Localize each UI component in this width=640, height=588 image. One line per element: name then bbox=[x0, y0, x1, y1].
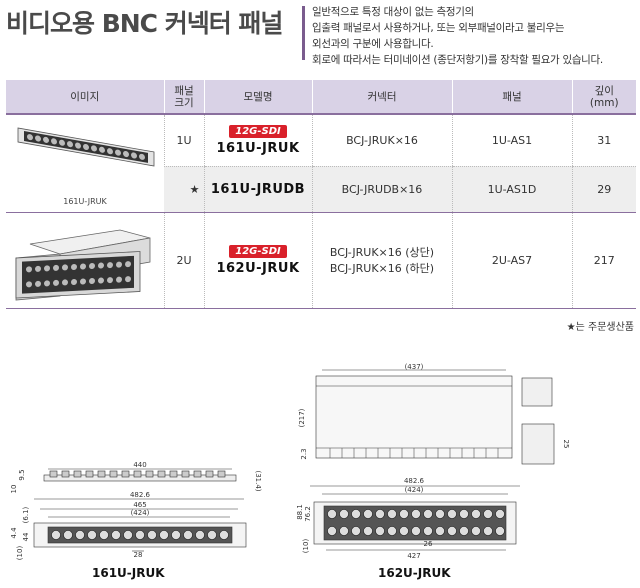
svg-text:(424): (424) bbox=[131, 509, 150, 517]
model-name: 161U-JRUK bbox=[216, 141, 300, 157]
svg-text:(10): (10) bbox=[16, 546, 24, 561]
cell-connector: BCJ-JRUDB×16 bbox=[311, 166, 452, 212]
svg-text:465: 465 bbox=[133, 501, 146, 509]
connector-bottom: BCJ-JRUK×16 (하단) bbox=[329, 262, 435, 275]
svg-text:(424): (424) bbox=[405, 486, 424, 494]
cell-panel: 1U-AS1 bbox=[451, 113, 572, 167]
svg-text:76.2: 76.2 bbox=[304, 506, 312, 522]
svg-text:4.4: 4.4 bbox=[10, 527, 18, 539]
col-model: 모델명 bbox=[203, 80, 312, 114]
drawing-161u: 440 482.6 465 (424) 28 (31.4) 10 9.5 4.4… bbox=[10, 461, 262, 561]
title-divider bbox=[302, 6, 305, 60]
svg-text:482.6: 482.6 bbox=[130, 491, 151, 499]
cell-model: 12G-SDI 162U-JRUK bbox=[203, 211, 312, 309]
svg-text:482.6: 482.6 bbox=[404, 477, 425, 485]
col-image: 이미지 bbox=[6, 80, 164, 114]
cell-size: 1U bbox=[163, 113, 204, 167]
cell-depth: 217 bbox=[571, 211, 636, 309]
svg-text:(6.1): (6.1) bbox=[22, 506, 30, 523]
cell-connector: BCJ-JRUK×16 bbox=[311, 113, 452, 167]
svg-text:427: 427 bbox=[407, 552, 420, 560]
svg-text:9.5: 9.5 bbox=[18, 469, 26, 480]
cell-connector: BCJ-JRUK×16 (상단) BCJ-JRUK×16 (하단) bbox=[311, 211, 452, 309]
desc-line: 회로에 따라서는 터미네이션 (종단저항기)를 장착할 필요가 있습니다. bbox=[312, 54, 603, 66]
description: 일반적으로 특정 대상이 없는 측정기의 입출력 패널로서 사용하거나, 또는 … bbox=[312, 4, 603, 68]
model-name: 161U-JRUDB bbox=[210, 181, 306, 197]
svg-text:(31.4): (31.4) bbox=[254, 470, 262, 491]
footnote: ★는 주문생산품 bbox=[566, 322, 634, 333]
drawing-label-162u: 162U-JRUK bbox=[378, 566, 451, 580]
sdi-badge: 12G-SDI bbox=[229, 245, 287, 258]
sdi-badge: 12G-SDI bbox=[229, 125, 287, 139]
col-panel: 패널 bbox=[451, 80, 572, 114]
svg-text:(10): (10) bbox=[302, 539, 310, 554]
svg-text:25: 25 bbox=[562, 440, 570, 449]
svg-text:26: 26 bbox=[424, 540, 433, 548]
svg-text:(437): (437) bbox=[405, 363, 424, 371]
svg-text:88.1: 88.1 bbox=[296, 504, 304, 520]
panel-2u-image bbox=[15, 229, 151, 300]
desc-line: 일반적으로 특정 대상이 없는 측정기의 bbox=[312, 6, 474, 18]
table-row: 161U-JRUK 1U 12G-SDI 161U-JRUK BCJ-JRUK×… bbox=[6, 113, 636, 213]
table-row: ★ 161U-JRUDB BCJ-JRUDB×16 1U-AS1D 29 bbox=[6, 166, 636, 212]
cell-panel: 2U-AS7 bbox=[451, 211, 572, 309]
connector-top: BCJ-JRUK×16 (상단) bbox=[329, 246, 435, 259]
page-title: 비디오용 BNC 커넥터 패널 bbox=[6, 9, 283, 38]
svg-text:440: 440 bbox=[133, 461, 146, 469]
star-marker: ★ bbox=[164, 166, 204, 212]
desc-line: 입출력 패널로서 사용하거나, 또는 외부패널이라고 불리우는 bbox=[312, 22, 565, 34]
desc-line: 외선과의 구분에 사용합니다. bbox=[312, 38, 434, 50]
product-image-2u bbox=[6, 211, 164, 309]
table-row: 2U 12G-SDI 162U-JRUK BCJ-JRUK×16 (상단) BC… bbox=[6, 211, 636, 309]
model-name: 162U-JRUK bbox=[216, 261, 300, 276]
col-depth: 깊이(mm) bbox=[571, 80, 636, 114]
svg-text:2.3: 2.3 bbox=[300, 448, 308, 459]
cell-depth: 31 bbox=[571, 113, 636, 167]
cell-panel: 1U-AS1D bbox=[451, 166, 572, 212]
svg-text:44: 44 bbox=[22, 532, 30, 541]
product-image-1u: 161U-JRUK bbox=[6, 113, 164, 213]
svg-text:(217): (217) bbox=[298, 408, 306, 427]
svg-text:28: 28 bbox=[134, 551, 143, 559]
cell-model: 12G-SDI 161U-JRUK bbox=[203, 113, 312, 167]
drawing-162u: (437) (217) 2.3 482.6 (424) 88.1 76.2 26… bbox=[296, 363, 570, 560]
cell-depth: 29 bbox=[571, 166, 636, 212]
cell-size: 2U bbox=[163, 211, 204, 309]
cell-model: 161U-JRUDB bbox=[203, 166, 312, 212]
svg-text:10: 10 bbox=[10, 485, 18, 494]
drawing-label-161u: 161U-JRUK bbox=[92, 566, 165, 580]
image-caption: 161U-JRUK bbox=[63, 197, 107, 206]
panel-1u-image: 161U-JRUK bbox=[17, 127, 155, 206]
col-connector: 커넥터 bbox=[311, 80, 452, 114]
